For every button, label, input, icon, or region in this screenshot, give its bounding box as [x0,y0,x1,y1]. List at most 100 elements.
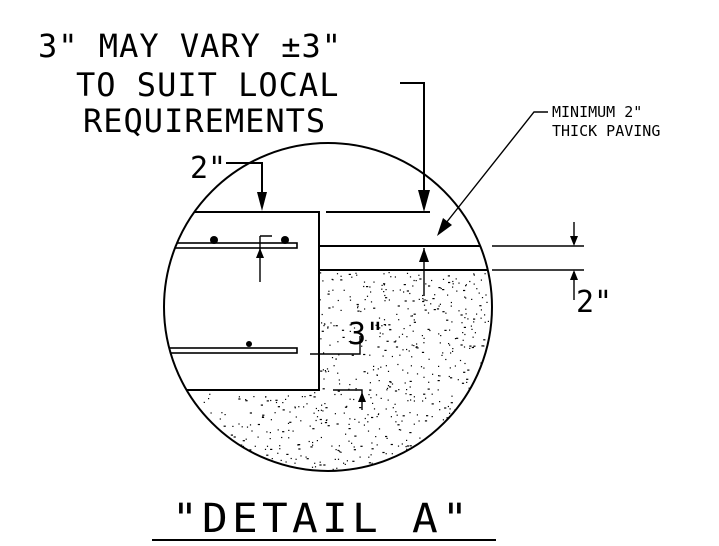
stipple-dot [444,407,447,409]
stipple-dot [394,479,395,480]
stipple-dot [386,389,388,391]
stipple-dot [193,433,195,435]
stipple-dot [208,398,210,400]
stipple-dot [230,434,233,436]
stipple-dot [462,460,464,462]
stipple-dot [472,336,474,338]
stipple-dot [343,412,345,414]
stipple-dot [476,467,478,469]
stipple-dot [312,428,315,430]
stipple-dot [183,458,185,460]
stipple-dot [383,291,385,293]
stipple-dot [369,354,371,356]
note-top-line-3: REQUIREMENTS [83,102,326,140]
stipple-dot [157,401,158,402]
stipple-dot [176,457,179,459]
stipple-dot [483,369,485,371]
stipple-dot [448,281,451,284]
stipple-dot [226,452,228,454]
stipple-dot [421,351,425,353]
stipple-dot [336,467,338,469]
stipple-dot [285,461,287,463]
stipple-dot [370,291,372,293]
stipple-dot [363,285,365,288]
stipple-dot [397,424,400,426]
stipple-dot [364,299,366,301]
stipple-dot [471,328,473,330]
stipple-dot [329,344,331,346]
stipple-dot [198,448,200,450]
stipple-dot [194,478,196,479]
stipple-dot [439,375,441,377]
dim-top-cover-label: 2" [190,151,226,186]
stipple-dot [228,462,230,464]
stipple-dot [315,476,316,477]
stipple-dot [455,278,457,280]
stipple-dot [360,445,363,447]
stipple-dot [482,462,484,464]
stipple-dot [480,392,484,394]
stipple-dot [421,335,423,337]
stipple-dot [286,453,289,455]
stipple-dot [439,342,441,344]
stipple-dot [423,342,425,344]
stipple-dot [196,462,199,464]
stipple-dot [442,278,445,280]
stipple-dot [192,458,194,460]
stipple-dot [459,452,461,454]
stipple-dot [406,448,408,450]
stipple-dot [333,365,335,367]
stipple-dot [394,276,396,278]
stipple-dot [245,464,248,466]
stipple-dot [463,289,466,292]
stipple-dot [481,450,483,452]
stipple-dot [483,339,486,341]
stipple-dot [421,452,423,454]
stipple-dot [395,346,399,348]
stipple-dot [432,298,435,300]
stipple-dot [438,287,441,289]
stipple-dot [366,295,369,297]
stipple-dot [402,369,404,371]
stipple-dot [433,447,435,449]
stipple-dot [423,337,425,339]
stipple-dot [266,454,269,456]
stipple-dot [407,308,409,310]
stipple-dot [381,465,383,467]
stipple-dot [383,283,386,285]
stipple-dot [265,396,267,398]
stipple-dot [320,338,322,340]
stipple-dot [225,460,227,462]
stipple-dot [154,395,155,396]
stipple-dot [305,456,307,458]
stipple-dot [315,419,317,422]
stipple-dot [197,413,199,415]
stipple-dot [269,432,271,434]
stipple-dot [446,417,449,419]
stipple-dot [420,366,423,368]
stipple-dot [266,400,269,402]
stipple-dot [364,308,366,310]
stipple-dot [336,423,339,425]
stipple-dot [378,428,381,430]
stipple-dot [473,321,475,323]
stipple-dot [381,284,383,286]
stipple-dot [274,474,275,475]
stipple-dot [363,371,366,373]
stipple-dot [480,317,482,319]
stipple-dot [245,438,247,440]
stipple-dot [285,474,287,475]
stipple-dot [178,407,180,409]
stipple-dot [324,403,326,405]
stipple-dot [461,452,464,454]
stipple-dot [384,300,386,302]
stipple-dot [442,311,445,313]
stipple-dot [439,401,441,403]
stipple-dot [249,424,252,426]
stipple-dot [452,283,454,285]
stipple-dot [442,419,444,421]
stipple-dot [153,404,154,405]
stipple-dot [151,458,152,459]
stipple-dot [499,458,500,459]
stipple-dot [406,348,408,351]
